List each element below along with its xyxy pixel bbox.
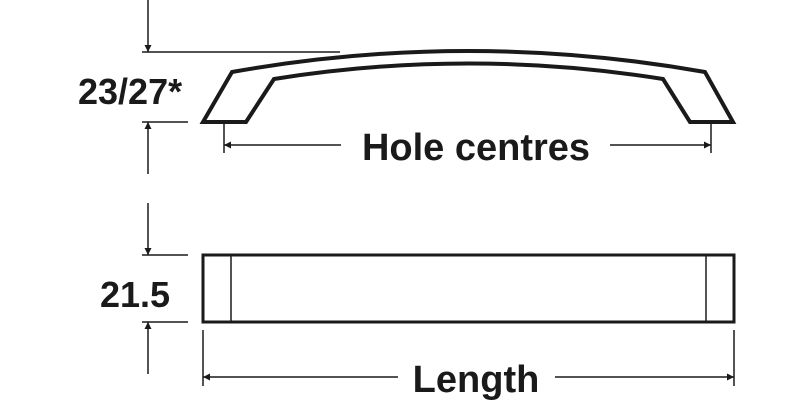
hole-centres-label: Hole centres xyxy=(362,127,590,169)
height-side-label: 21.5 xyxy=(100,274,170,315)
length-dimension xyxy=(202,330,735,386)
length-label: Length xyxy=(413,359,540,400)
handle-top-view xyxy=(199,49,737,124)
height-dimension-side xyxy=(142,203,188,374)
handle-side-view xyxy=(201,253,736,324)
height-top-label: 23/27* xyxy=(78,71,182,112)
hole-centres-dimension xyxy=(223,122,712,153)
height-dimension-top xyxy=(142,0,340,174)
